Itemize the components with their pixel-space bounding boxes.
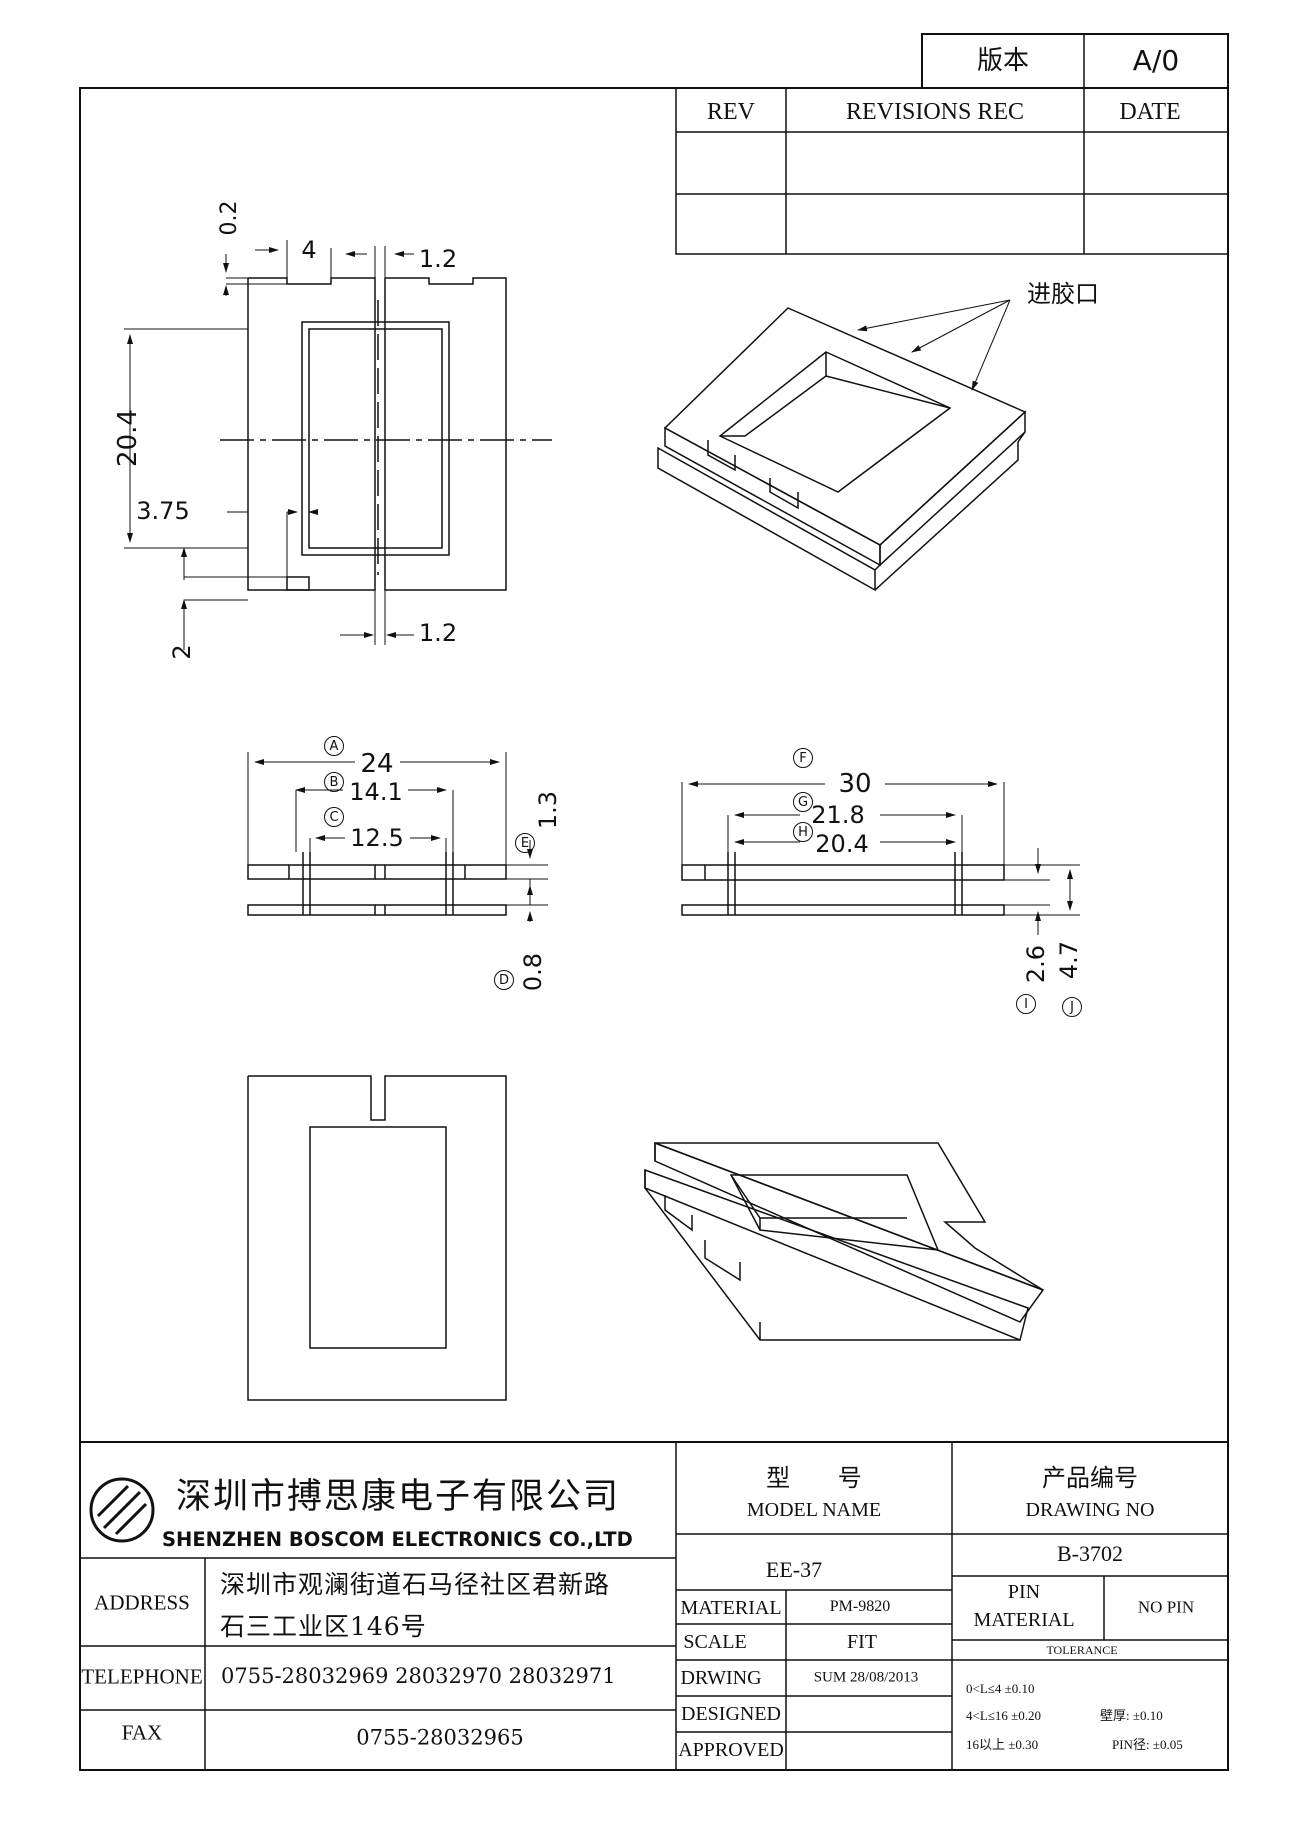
fax-number: 0755-28032965 xyxy=(356,1725,524,1750)
iso-view-lower xyxy=(644,1141,1045,1342)
dim-21-8: 21.8 xyxy=(811,801,865,829)
tolerance-label: TOLERANCE xyxy=(1046,1643,1118,1657)
ref-h-circle: H xyxy=(793,822,813,842)
date-header: DATE xyxy=(1119,99,1181,125)
ref-g-circle: G xyxy=(793,792,813,812)
model-name-value: EE-37 xyxy=(765,1557,823,1582)
ref-a-circle: A xyxy=(324,736,344,756)
ref-d-circle: D xyxy=(494,970,514,990)
address-label: ADDRESS xyxy=(94,1590,190,1615)
dim-20-4-side: 20.4 xyxy=(815,830,869,858)
dim-12-5: 12.5 xyxy=(350,824,404,852)
dim-2: 2 xyxy=(168,644,196,660)
dim-0-2: 0.2 xyxy=(217,200,242,236)
drawing-no-label-en: DRAWING NO xyxy=(1025,1499,1155,1521)
material-label: MATERIAL xyxy=(680,1597,782,1619)
rev-header: REV xyxy=(707,99,755,125)
tolerance-range-2: 4<L≤16 ±0.20 xyxy=(966,1708,1042,1723)
tolerance-range-1: 0<L≤4 ±0.10 xyxy=(966,1681,1035,1696)
dim-30: 30 xyxy=(838,769,872,799)
ref-e-circle: E xyxy=(515,833,535,853)
dim-4: 4 xyxy=(301,236,317,264)
company-name-en: SHENZHEN BOSCOM ELECTRONICS CO.,LTD xyxy=(162,1528,633,1551)
dim-2-6: 2.6 xyxy=(1022,944,1050,984)
gate-label: 进胶口 xyxy=(1027,280,1099,308)
tolerance-pin: PIN径: ±0.05 xyxy=(1112,1737,1183,1752)
material-value: PM-9820 xyxy=(829,1598,891,1615)
model-label-cn: 型 号 xyxy=(766,1464,862,1492)
pin-material-label-2: MATERIAL xyxy=(973,1609,1075,1631)
telephone-number: 0755-28032969 28032970 28032971 xyxy=(221,1664,616,1688)
tolerance-range-3: 16以上 ±0.30 xyxy=(966,1737,1039,1752)
gate-leaders xyxy=(857,299,1011,391)
version-value: A/0 xyxy=(1132,44,1180,77)
telephone-label: TELEPHONE xyxy=(81,1664,203,1689)
fax-label: FAX xyxy=(121,1720,163,1745)
revision-table xyxy=(675,87,1229,255)
dim-24: 24 xyxy=(360,749,394,779)
front-view xyxy=(247,752,548,922)
ref-i-circle: I xyxy=(1016,994,1036,1014)
pin-material-value: NO PIN xyxy=(1137,1597,1195,1617)
ref-b-circle: B xyxy=(324,772,344,792)
dim-4-7: 4.7 xyxy=(1055,940,1083,980)
company-name-cn: 深圳市搏思康电子有限公司 xyxy=(176,1477,621,1517)
dim-1-3: 1.3 xyxy=(534,790,562,830)
side-view xyxy=(681,781,1080,935)
tolerance-wall: 壁厚: ±0.10 xyxy=(1100,1708,1163,1723)
drawing-by-label: DRWING xyxy=(680,1667,762,1689)
address-line-2: 石三工业区146号 xyxy=(220,1612,427,1641)
dim-0-8: 0.8 xyxy=(519,952,547,992)
pin-material-label-1: PIN xyxy=(1007,1581,1041,1603)
model-label-en: MODEL NAME xyxy=(746,1499,882,1521)
revisions-rec-header: REVISIONS REC xyxy=(845,99,1025,125)
drawing-by-value: SUM 28/08/2013 xyxy=(813,1669,919,1686)
version-box xyxy=(921,33,1229,89)
iso-view-upper xyxy=(657,307,1027,592)
dim-3-75: 3.75 xyxy=(136,497,190,525)
ref-c-circle: C xyxy=(324,807,344,827)
address-line-1: 深圳市观澜街道石马径社区君新路 xyxy=(220,1570,611,1599)
drawing-no-label-cn: 产品编号 xyxy=(1042,1464,1138,1492)
designed-label: DESIGNED xyxy=(681,1703,781,1725)
dim-14-1: 14.1 xyxy=(349,778,403,806)
drawing-no-value: B-3702 xyxy=(1057,1541,1123,1566)
dim-1-2-top: 1.2 xyxy=(418,245,458,273)
sheet-border xyxy=(79,87,1229,1771)
bottom-view xyxy=(247,1075,507,1401)
dim-20-4-height: 20.4 xyxy=(113,409,143,467)
top-view xyxy=(124,240,552,650)
version-label: 版本 xyxy=(976,46,1030,76)
dim-1-2-bottom: 1.2 xyxy=(418,619,458,647)
scale-label: SCALE xyxy=(683,1631,747,1653)
approved-label: APPROVED xyxy=(678,1739,784,1761)
scale-value: FIT xyxy=(847,1631,877,1653)
title-block xyxy=(80,1441,1228,1770)
ref-j-circle: J xyxy=(1062,997,1082,1017)
ref-f-circle: F xyxy=(793,748,813,768)
